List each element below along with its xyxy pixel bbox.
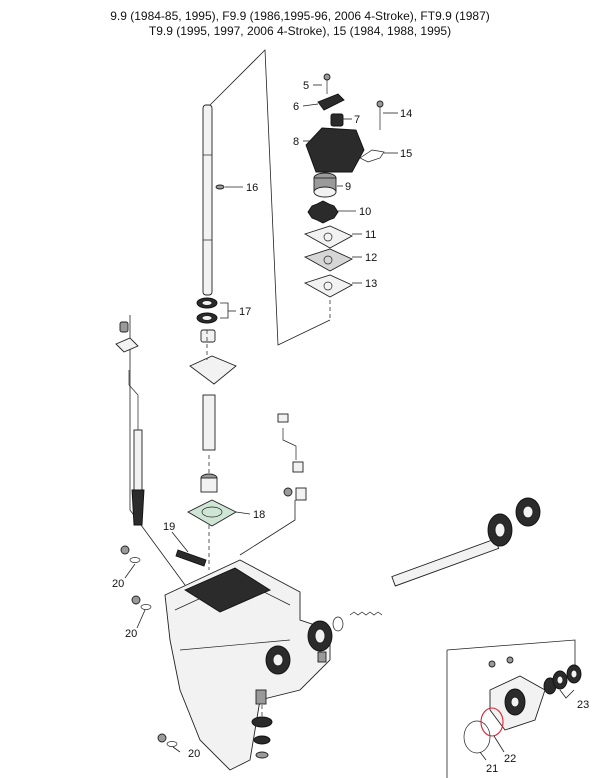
callout-22: 22 (504, 753, 516, 765)
part-6-plate (317, 93, 345, 111)
reverse-gear (307, 620, 333, 652)
drive-shaft-group (196, 104, 225, 324)
part-9-cup (313, 172, 337, 198)
callout-20-c: 20 (188, 748, 200, 760)
callout-18: 18 (253, 509, 265, 521)
part-14-bolt (376, 100, 384, 130)
drive-shaft (202, 104, 213, 296)
callout-13: 13 (365, 278, 377, 290)
callout-11: 11 (365, 229, 376, 241)
callout-20-a: 20 (112, 578, 124, 590)
callout-8: 8 (293, 136, 299, 148)
part-23-seals (552, 664, 582, 690)
callout-19: 19 (163, 521, 175, 533)
propeller-shaft (391, 538, 500, 587)
part-11-gasket (303, 225, 354, 249)
callout-6: 6 (293, 101, 299, 113)
callout-21: 21 (486, 763, 498, 775)
callout-5: 5 (303, 80, 309, 92)
clutch-spring (349, 611, 383, 616)
part-7-insert (330, 113, 344, 127)
housing-screws (488, 656, 514, 668)
callout-23: 23 (577, 699, 589, 711)
part-16-pin (215, 184, 225, 190)
part-18-gasket (187, 499, 237, 527)
part-5-screw (323, 73, 331, 94)
gearcase-housing (164, 559, 331, 771)
alignment-lines (206, 300, 331, 718)
shift-rod-group (115, 321, 145, 526)
callout-labels: 5 6 7 8 9 10 11 12 13 14 15 16 17 18 19 … (112, 80, 589, 775)
callout-leader-lines (124, 84, 575, 761)
part-15-bracket (359, 149, 385, 163)
part-21-o-ring (463, 720, 491, 754)
assembly-frame-lines (129, 49, 576, 778)
part-8-pump-housing (305, 127, 365, 173)
callout-7: 7 (354, 114, 360, 126)
callout-16: 16 (246, 182, 258, 194)
bearing-stack-group (251, 689, 273, 759)
part-20-screw-c (157, 733, 178, 747)
gear-train-group (265, 497, 541, 675)
callout-9: 9 (345, 181, 351, 193)
upper-gear (487, 513, 513, 547)
callout-14: 14 (400, 108, 412, 120)
callout-12: 12 (365, 252, 377, 264)
forward-gear (265, 645, 291, 675)
water-tube-group (277, 413, 307, 501)
part-19-plate (175, 549, 207, 567)
callout-20-b: 20 (125, 628, 137, 640)
part-20-screw-b (131, 595, 152, 610)
part-13-gasket (303, 274, 354, 298)
part-20-screw-a (120, 545, 141, 563)
prop-shaft-housing-group (463, 656, 582, 754)
callout-15: 15 (400, 148, 412, 160)
part-12-plate (303, 248, 354, 272)
part-22-o-ring (480, 707, 504, 737)
water-pump-group (303, 73, 385, 298)
part-17-seals (196, 297, 218, 324)
callout-10: 10 (359, 206, 371, 218)
part-10-impeller (307, 200, 339, 224)
callout-17: 17 (239, 306, 251, 318)
diagram-title-line-2: T9.9 (1995, 1997, 2006 4-Stroke), 15 (19… (148, 24, 452, 38)
diagram-title-line-1: 9.9 (1984-85, 1995), F9.9 (1986,1995-96,… (110, 9, 490, 23)
seal-housing-group (189, 329, 237, 493)
